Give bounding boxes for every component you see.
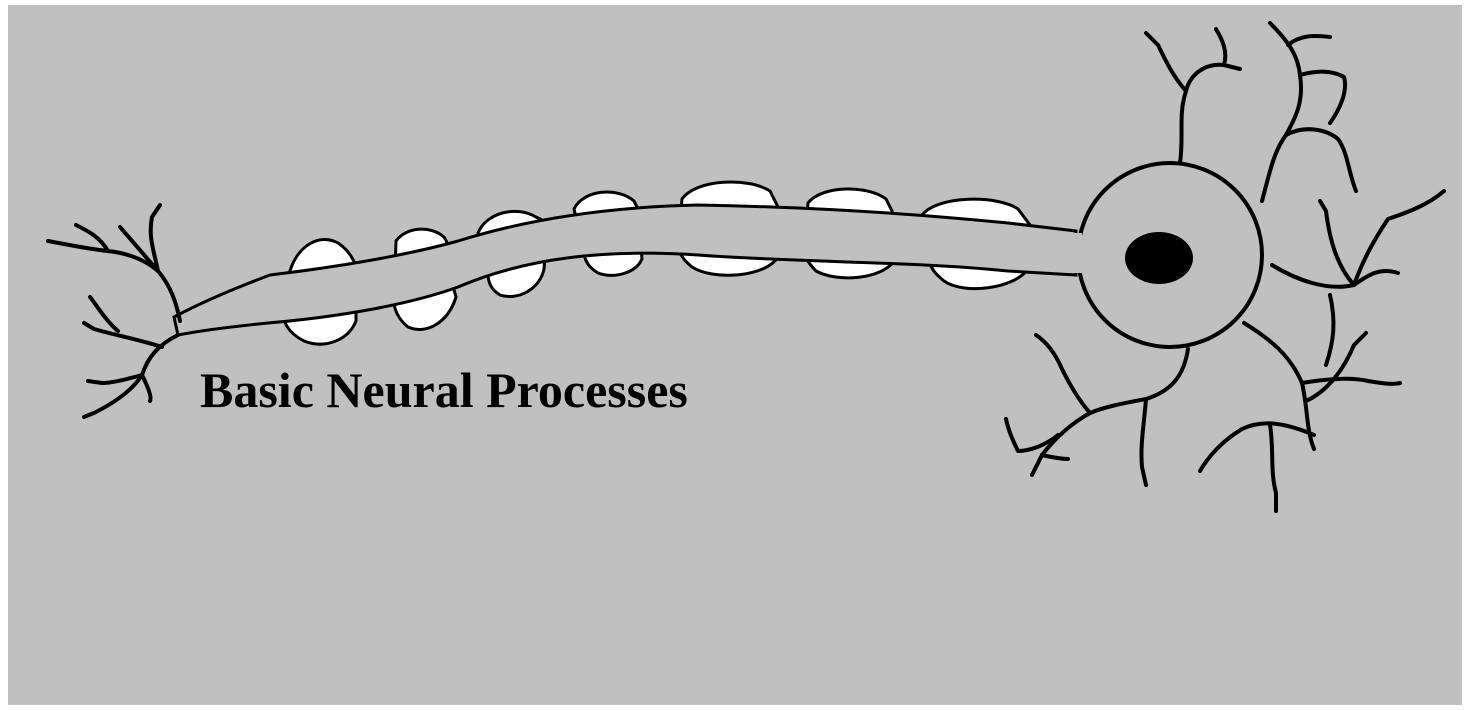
axon-terminals (48, 205, 180, 417)
slide-canvas: Basic Neural Processes (8, 5, 1462, 705)
neuron-illustration (8, 5, 1462, 705)
nucleus (1125, 232, 1193, 284)
slide-title: Basic Neural Processes (200, 365, 688, 415)
